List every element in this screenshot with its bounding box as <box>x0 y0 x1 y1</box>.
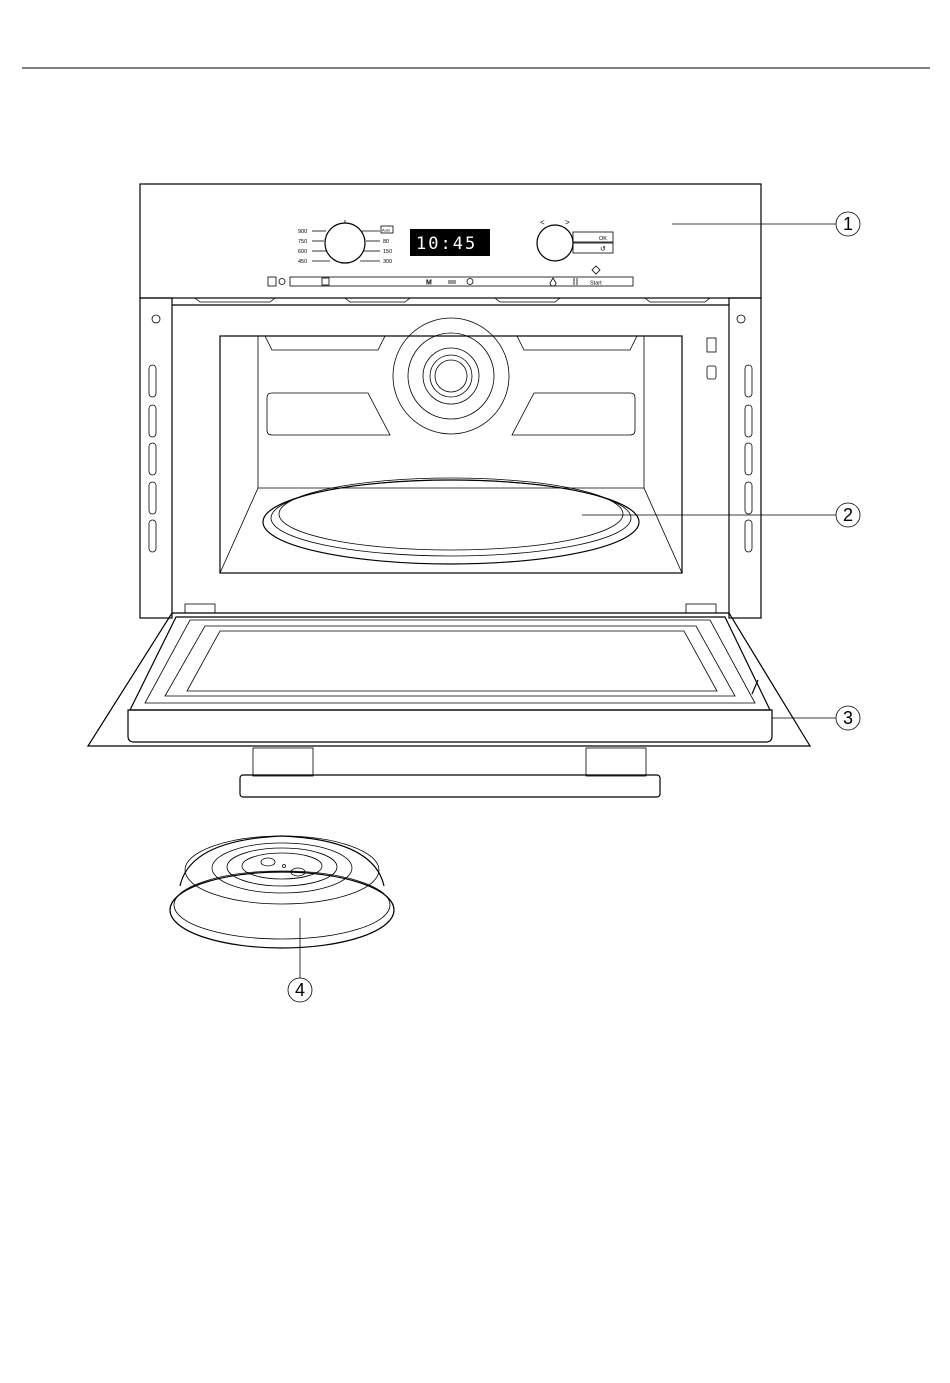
control-panel: 900 750 600 450 Auto 80 150 300 10:45 < … <box>140 184 761 302</box>
oven-cavity <box>220 318 682 573</box>
time-display: 10:45 <box>410 229 490 256</box>
nav-right: > <box>565 218 570 227</box>
open-door <box>88 604 810 746</box>
dial-label-750: 750 <box>298 239 307 245</box>
display-time: 10:45 <box>416 234 477 254</box>
start-label: Start <box>590 281 602 287</box>
microwave-cover <box>170 836 394 948</box>
dial-label-80: 80 <box>383 239 389 245</box>
side-slots <box>149 365 752 552</box>
callout-2-number: 2 <box>843 505 853 525</box>
callout-2: 2 <box>582 503 860 527</box>
ok-button-label: OK <box>599 236 607 242</box>
dial-label-150: 150 <box>383 249 392 255</box>
nav-left: < <box>540 218 545 227</box>
callout-4-number: 4 <box>295 980 305 1000</box>
mode-symbol: M <box>426 280 432 287</box>
callout-3-number: 3 <box>843 708 853 728</box>
power-dial: 900 750 600 450 Auto 80 150 300 <box>298 220 393 265</box>
back-button-label: ↺ <box>600 246 606 253</box>
oven-body <box>140 298 761 618</box>
dial-label-600: 600 <box>298 249 307 255</box>
nav-dial: < > OK ↺ <box>537 218 613 261</box>
callout-1-number: 1 <box>843 214 853 234</box>
callout-3: 3 <box>772 706 860 730</box>
callout-1: 1 <box>672 212 860 236</box>
dial-label-900: 900 <box>298 229 307 235</box>
door-handle <box>240 748 660 797</box>
control-strip: M Start <box>268 266 633 287</box>
turntable <box>263 478 639 564</box>
dial-label-300: 300 <box>383 259 392 265</box>
dial-label-auto: Auto <box>382 228 391 233</box>
dial-label-450: 450 <box>298 259 307 265</box>
callout-4: 4 <box>288 918 312 1002</box>
